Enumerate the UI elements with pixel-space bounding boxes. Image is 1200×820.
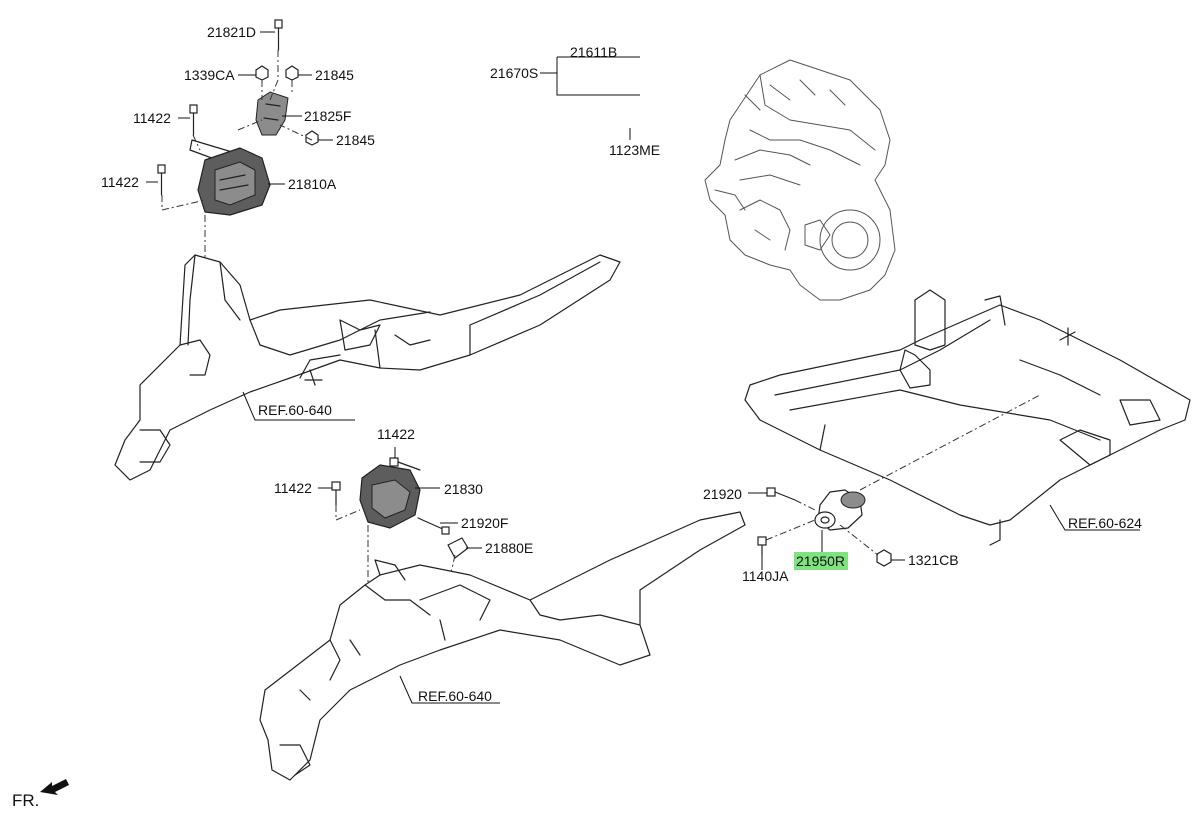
torque-rod-drawing [757, 394, 1041, 567]
engine-block-drawing [704, 59, 896, 301]
label-11422-mid-top[interactable]: 11422 [377, 426, 415, 442]
label-1140JA[interactable]: 1140JA [742, 568, 789, 584]
label-21670S[interactable]: 21670S [490, 65, 538, 81]
label-21810A[interactable]: 21810A [288, 176, 337, 192]
label-1123ME[interactable]: 1123ME [609, 142, 660, 158]
engine-mount-assembly [157, 19, 319, 340]
part-labels: 21821D 1339CA 21845 11422 21825F 21845 1… [12, 24, 1142, 810]
label-21920[interactable]: 21920 [703, 486, 742, 502]
label-11422-mid-left[interactable]: 11422 [274, 480, 312, 496]
label-11422-top[interactable]: 11422 [133, 110, 171, 126]
label-21950R[interactable]: 21950R [796, 553, 845, 569]
label-11422-left[interactable]: 11422 [101, 174, 139, 190]
subframe-drawing [744, 289, 1191, 546]
leader-lines [146, 31, 1140, 704]
label-21825F[interactable]: 21825F [304, 108, 351, 124]
label-21845-top[interactable]: 21845 [315, 67, 354, 83]
left-body-rail-lower [259, 511, 746, 781]
label-1339CA[interactable]: 1339CA [184, 67, 235, 83]
front-direction-arrow-icon [40, 779, 69, 795]
label-21880E[interactable]: 21880E [485, 540, 533, 556]
ref-label-60-624[interactable]: REF.60-624 [1068, 515, 1142, 531]
label-1321CB[interactable]: 1321CB [908, 552, 959, 568]
front-direction-label: FR. [12, 791, 39, 810]
left-body-rail-upper [114, 254, 621, 481]
ref-label-60-640-upper[interactable]: REF.60-640 [258, 402, 332, 418]
label-21611B[interactable]: 21611B [570, 44, 617, 60]
label-21821D[interactable]: 21821D [207, 24, 256, 40]
label-21845-mid[interactable]: 21845 [336, 132, 375, 148]
ref-label-60-640-lower[interactable]: REF.60-640 [418, 688, 492, 704]
label-21830[interactable]: 21830 [444, 481, 483, 497]
highlight-box-21950R [794, 552, 848, 570]
label-21920F[interactable]: 21920F [461, 515, 508, 531]
